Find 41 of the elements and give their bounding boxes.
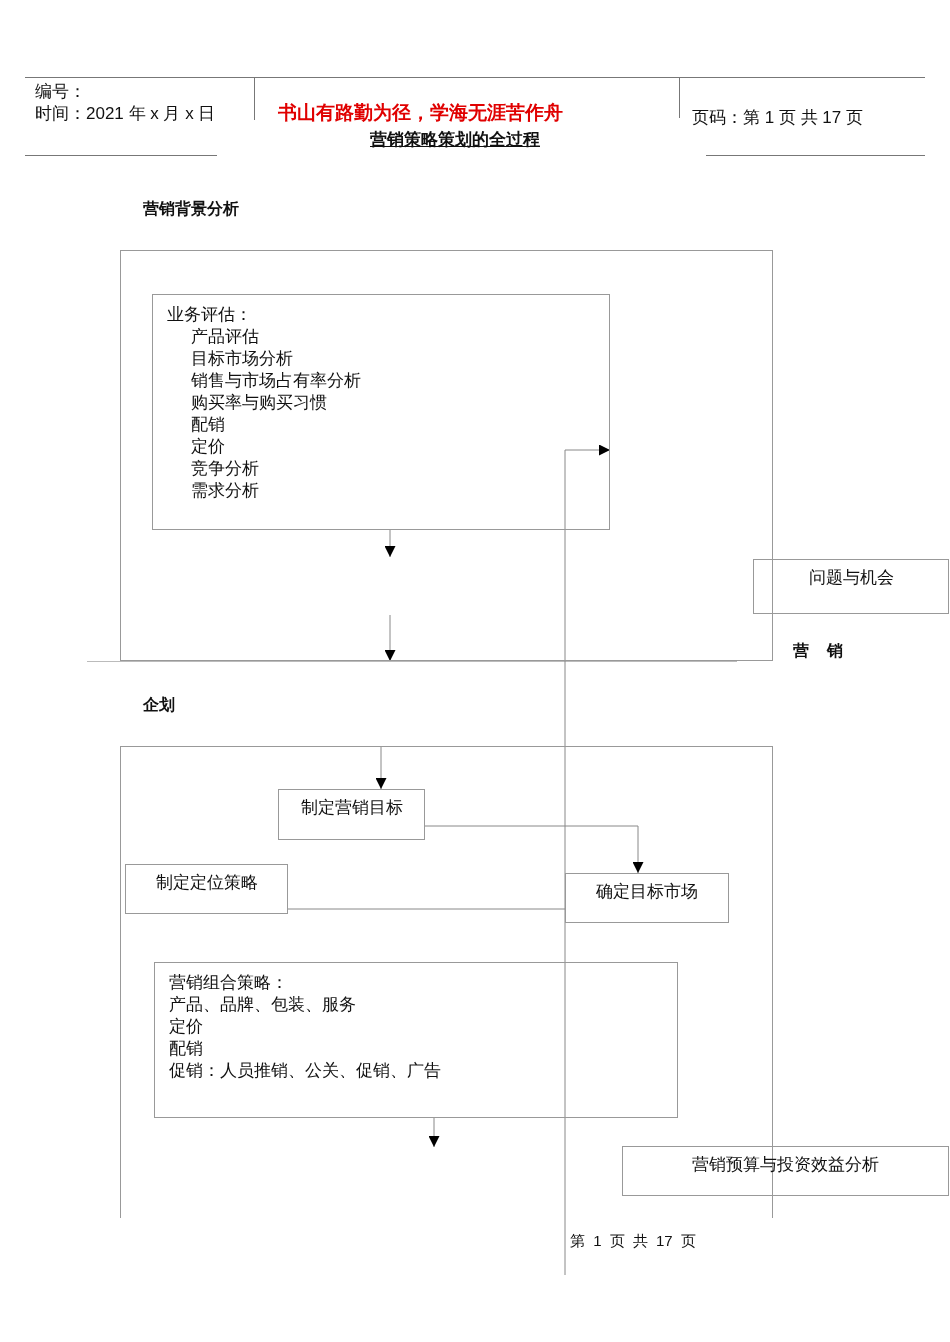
process-box <box>278 789 425 840</box>
box-text: 配销 <box>190 413 226 435</box>
page-title: 营销策略策划的全过程 <box>370 128 540 151</box>
header-text: 书山有路勤为径，学海无涯苦作舟 <box>278 100 563 125</box>
arrow <box>564 444 611 1276</box>
box-text: 问题与机会 <box>807 566 895 588</box>
header-text: 时间：2021 年 x 月 x 日 <box>35 103 216 125</box>
box-text: 竞争分析 <box>190 457 260 479</box>
arrow <box>424 825 644 874</box>
section-heading: 企划 <box>143 695 175 716</box>
header-text: 编号： <box>35 81 86 103</box>
arrow <box>428 1117 440 1148</box>
box-text: 业务评估： <box>167 303 253 325</box>
list-box <box>154 962 678 1118</box>
process-box <box>753 559 949 614</box>
box-text: 购买率与购买习惯 <box>190 391 328 413</box>
arrow <box>375 745 387 790</box>
list-box <box>152 294 610 530</box>
header-text: 营 销 <box>793 641 843 662</box>
arrow <box>384 614 396 662</box>
box-text: 制定营销目标 <box>299 796 404 818</box>
box-text: 制定定位策略 <box>154 871 259 893</box>
process-box <box>622 1146 949 1196</box>
box-text: 目标市场分析 <box>190 347 294 369</box>
box-text: 促销：人员推销、公关、促销、广告 <box>169 1059 442 1081</box>
process-box <box>125 864 288 914</box>
box-text: 定价 <box>169 1015 204 1037</box>
box-text: 产品、品牌、包装、服务 <box>169 993 357 1015</box>
header-text: 页码：第 1 页 共 17 页 <box>692 107 863 129</box>
box-text: 营销组合策略： <box>169 971 289 993</box>
box-text: 定价 <box>190 435 226 457</box>
box-text: 销售与市场占有率分析 <box>190 369 362 391</box>
box-text: 产品评估 <box>190 325 260 347</box>
arrow <box>384 529 396 558</box>
box-text: 配销 <box>169 1037 204 1059</box>
process-box <box>565 873 729 923</box>
header-text: 第 1 页 共 17 页 <box>570 1232 696 1251</box>
box-text: 确定目标市场 <box>595 880 699 902</box>
section-heading: 营销背景分析 <box>143 199 239 220</box>
box-text: 营销预算与投资效益分析 <box>691 1153 880 1175</box>
box-text: 需求分析 <box>190 479 260 501</box>
